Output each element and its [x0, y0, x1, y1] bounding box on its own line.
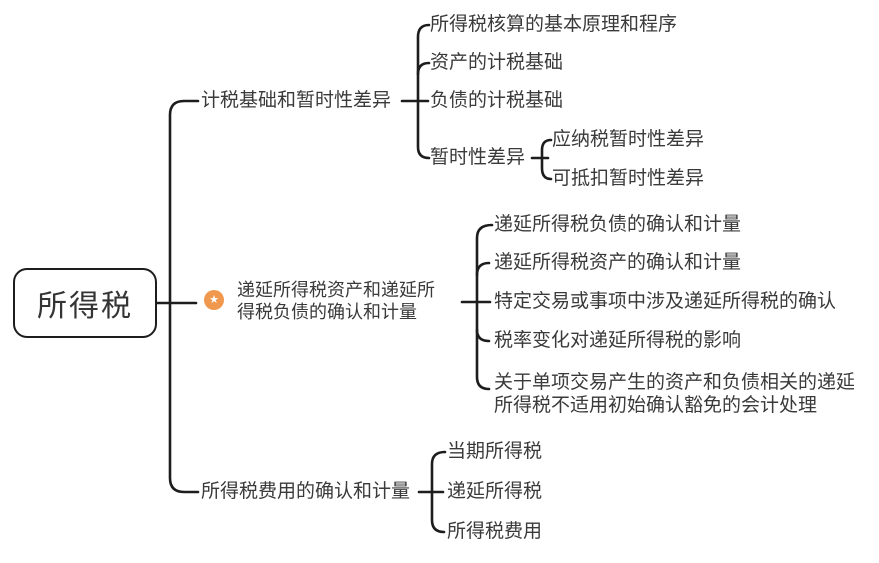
root-topic[interactable]: 所得税: [13, 268, 157, 338]
subtopic-liability-tax-base[interactable]: 负债的计税基础: [430, 90, 564, 111]
connector-branch2-hook-child2: [475, 261, 491, 277]
subtopic-temporary-differences[interactable]: 暂时性差异: [430, 147, 526, 168]
subtopic-tax-rate-changes[interactable]: 税率变化对递延所得税的影响: [494, 330, 742, 351]
connector-branch1-trunk: [416, 23, 431, 160]
star-icon: ★: [204, 290, 224, 310]
branch-topic-deferred-tax[interactable]: 递延所得税资产和递延所得税负债的确认和计量: [237, 280, 435, 322]
subtopic-single-transaction-exemption[interactable]: 关于单项交易产生的资产和负债相关的递延所得税不适用初始确认豁免的会计处理: [494, 372, 856, 416]
subtopic-taxable-temporary-diff[interactable]: 应纳税暂时性差异: [552, 129, 705, 150]
connector-branch2-trunk: [475, 223, 494, 391]
subtopic-deferred-tax-liability[interactable]: 递延所得税负债的确认和计量: [494, 214, 742, 235]
connector-branch2-hook-child4: [475, 328, 491, 343]
subtopic-basic-principles[interactable]: 所得税核算的基本原理和程序: [430, 14, 678, 35]
subtopic-income-tax-expense-item[interactable]: 所得税费用: [447, 521, 543, 542]
connector-branch3-trunk: [430, 450, 447, 534]
subtopic-specific-transactions[interactable]: 特定交易或事项中涉及递延所得税的确认: [494, 291, 837, 312]
subtopic-deductible-temporary-diff[interactable]: 可抵扣暂时性差异: [552, 168, 705, 189]
root-topic-label: 所得税: [37, 290, 133, 323]
connector-main-spine: [168, 99, 200, 494]
connector-temporary-diff-trunk: [540, 138, 553, 181]
subtopic-asset-tax-base[interactable]: 资产的计税基础: [430, 52, 564, 73]
subtopic-current-income-tax[interactable]: 当期所得税: [447, 441, 543, 462]
branch-topic-income-tax-expense[interactable]: 所得税费用的确认和计量: [201, 481, 411, 502]
subtopic-deferred-tax-asset[interactable]: 递延所得税资产的确认和计量: [494, 252, 742, 273]
star-icon-glyph: ★: [209, 294, 219, 306]
subtopic-deferred-income-tax[interactable]: 递延所得税: [447, 481, 543, 502]
branch-topic-tax-base[interactable]: 计税基础和暂时性差异: [201, 90, 392, 111]
connector-branch1-hook-child2: [416, 61, 431, 76]
